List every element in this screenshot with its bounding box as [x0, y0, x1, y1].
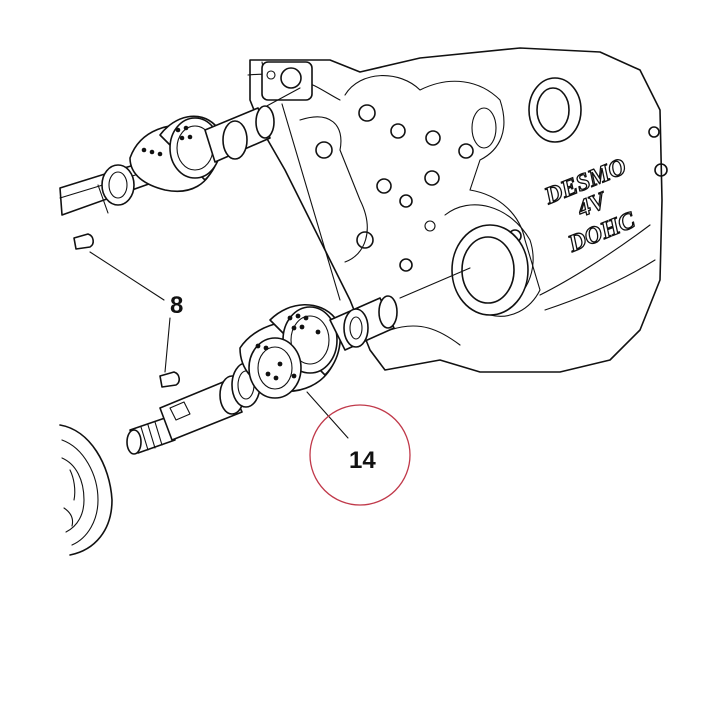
upper-camshaft — [59, 105, 275, 216]
callout-label-8: 8 — [170, 292, 183, 319]
casting-logo: DESMO 4V DOHC — [540, 153, 641, 259]
camshaft-bore — [444, 204, 534, 316]
woodruff-key-lower — [159, 371, 180, 388]
timing-pulley — [59, 424, 113, 556]
callout-highlight-circle — [309, 404, 411, 506]
callout-14: 14 — [309, 404, 411, 506]
callout-label-14: 14 — [349, 447, 376, 474]
camshaft-part-14 — [126, 295, 398, 455]
callout-8: 8 — [170, 292, 183, 319]
woodruff-key-upper — [73, 233, 94, 250]
alignment-lines — [89, 87, 471, 439]
